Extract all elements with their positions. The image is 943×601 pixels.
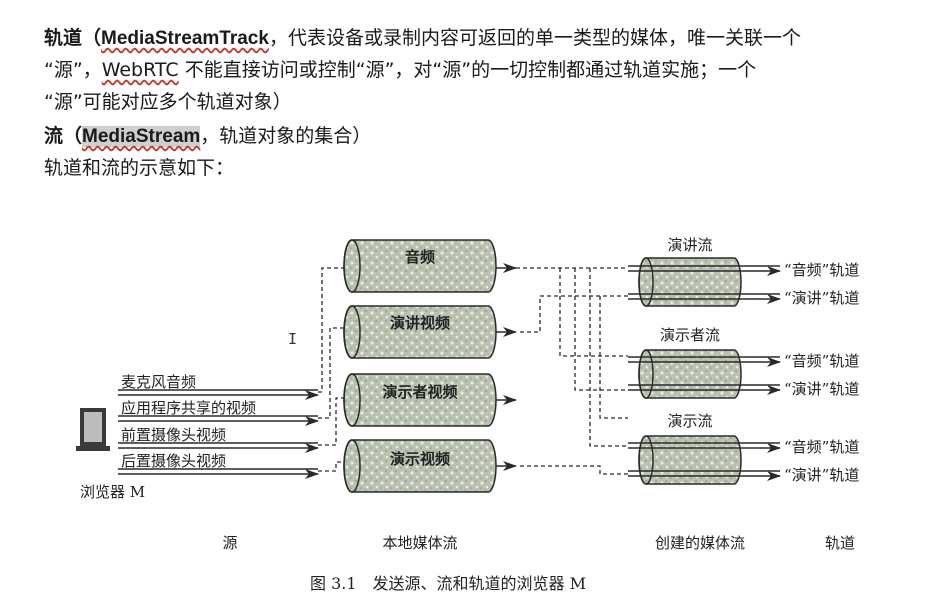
column-label-source: 源 [222, 534, 237, 552]
created-stream-label-speech: 演讲流 [667, 236, 712, 254]
track-arrow-presenter-audio [628, 356, 781, 367]
track-label-presenter-talk: “演讲”轨道 [784, 380, 859, 398]
paragraph-stream-definition: 流（MediaStream，轨道对象的集合） [44, 120, 371, 153]
source-arrow-mic [118, 389, 319, 400]
track-label-speech-talk: “演讲”轨道 [784, 289, 859, 307]
column-label-created-stream: 创建的媒体流 [655, 534, 745, 552]
source-label-app-share: 应用程序共享的视频 [121, 399, 256, 417]
paragraph-track-definition: 轨道（MediaStreamTrack，代表设备或录制内容可返回的单一类型的媒体… [44, 22, 801, 55]
track-arrow-demo-audio [628, 442, 781, 453]
created-stream-label-presenter: 演示者流 [660, 326, 720, 344]
source-arrow-rear-cam [118, 468, 319, 479]
stream-routing-lines [516, 267, 628, 475]
stream-label: 流（ [44, 125, 83, 147]
local-stream-cylinder-demo-video: 演示视频 [343, 439, 497, 493]
text-cursor-icon: I [288, 330, 298, 348]
line5-text: 轨道和流的示意如下： [44, 157, 235, 179]
source-quote: “源”， [44, 59, 102, 81]
term-webrtc: WebRTC [101, 59, 179, 81]
line3-text: “源”可能对应多个轨道对象） [44, 91, 292, 113]
source-label-front-cam: 前置摄像头视频 [121, 426, 226, 444]
local-stream-cylinder-speech-video: 演讲视频 [343, 305, 497, 359]
term-mediastreamtrack: MediaStreamTrack [101, 28, 269, 49]
track-label-demo-audio: “音频”轨道 [784, 438, 859, 456]
paragraph-line-3: “源”可能对应多个轨道对象） [44, 86, 292, 118]
source-label-mic: 麦克风音频 [121, 373, 196, 391]
track-arrow-speech-talk [628, 293, 781, 304]
local-stream-cylinder-audio: 音频 [343, 239, 497, 293]
track-arrow-presenter-talk [628, 384, 781, 395]
track-label-demo-talk: “演讲”轨道 [784, 466, 859, 484]
paragraph-diagram-intro: 轨道和流的示意如下： [44, 152, 234, 184]
figure-caption: 图 3.1 发送源、流和轨道的浏览器 M [310, 574, 586, 593]
browser-label: 浏览器 M [80, 483, 145, 501]
track-arrow-demo-talk [628, 470, 781, 481]
track-label: 轨道（ [44, 27, 102, 49]
column-label-track: 轨道 [825, 534, 855, 552]
source-arrow-app-share [118, 415, 319, 426]
local-stream-label-demo-video: 演示视频 [390, 450, 450, 468]
source-label-rear-cam: 后置摄像头视频 [121, 452, 226, 470]
track-label-speech-audio: “音频”轨道 [784, 261, 859, 279]
local-stream-label-audio: 音频 [405, 248, 435, 266]
track-description: ，代表设备或录制内容可返回的单一类型的媒体，唯一关联一个 [268, 27, 801, 49]
local-stream-label-speech-video: 演讲视频 [390, 314, 450, 332]
track-arrow-speech-audio [628, 265, 781, 276]
column-label-local-stream: 本地媒体流 [382, 534, 457, 552]
browser-monitor-icon [76, 408, 110, 451]
track-label-presenter-audio: “音频”轨道 [784, 352, 859, 370]
source-routing-lines [318, 267, 346, 472]
created-stream-label-demo: 演示流 [667, 412, 712, 430]
webrtc-description: 不能直接访问或控制“源”，对“源”的一切控制都通过轨道实施；一个 [178, 59, 757, 81]
source-arrow-front-cam [118, 442, 319, 453]
local-stream-label-presenter-video: 演示者视频 [382, 383, 457, 401]
paragraph-line-2: “源”，WebRTC 不能直接访问或控制“源”，对“源”的一切控制都通过轨道实施… [44, 54, 756, 86]
local-stream-cylinder-presenter-video: 演示者视频 [343, 373, 497, 427]
term-mediastream: MediaStream [82, 126, 201, 147]
stream-description: ，轨道对象的集合） [200, 125, 372, 147]
